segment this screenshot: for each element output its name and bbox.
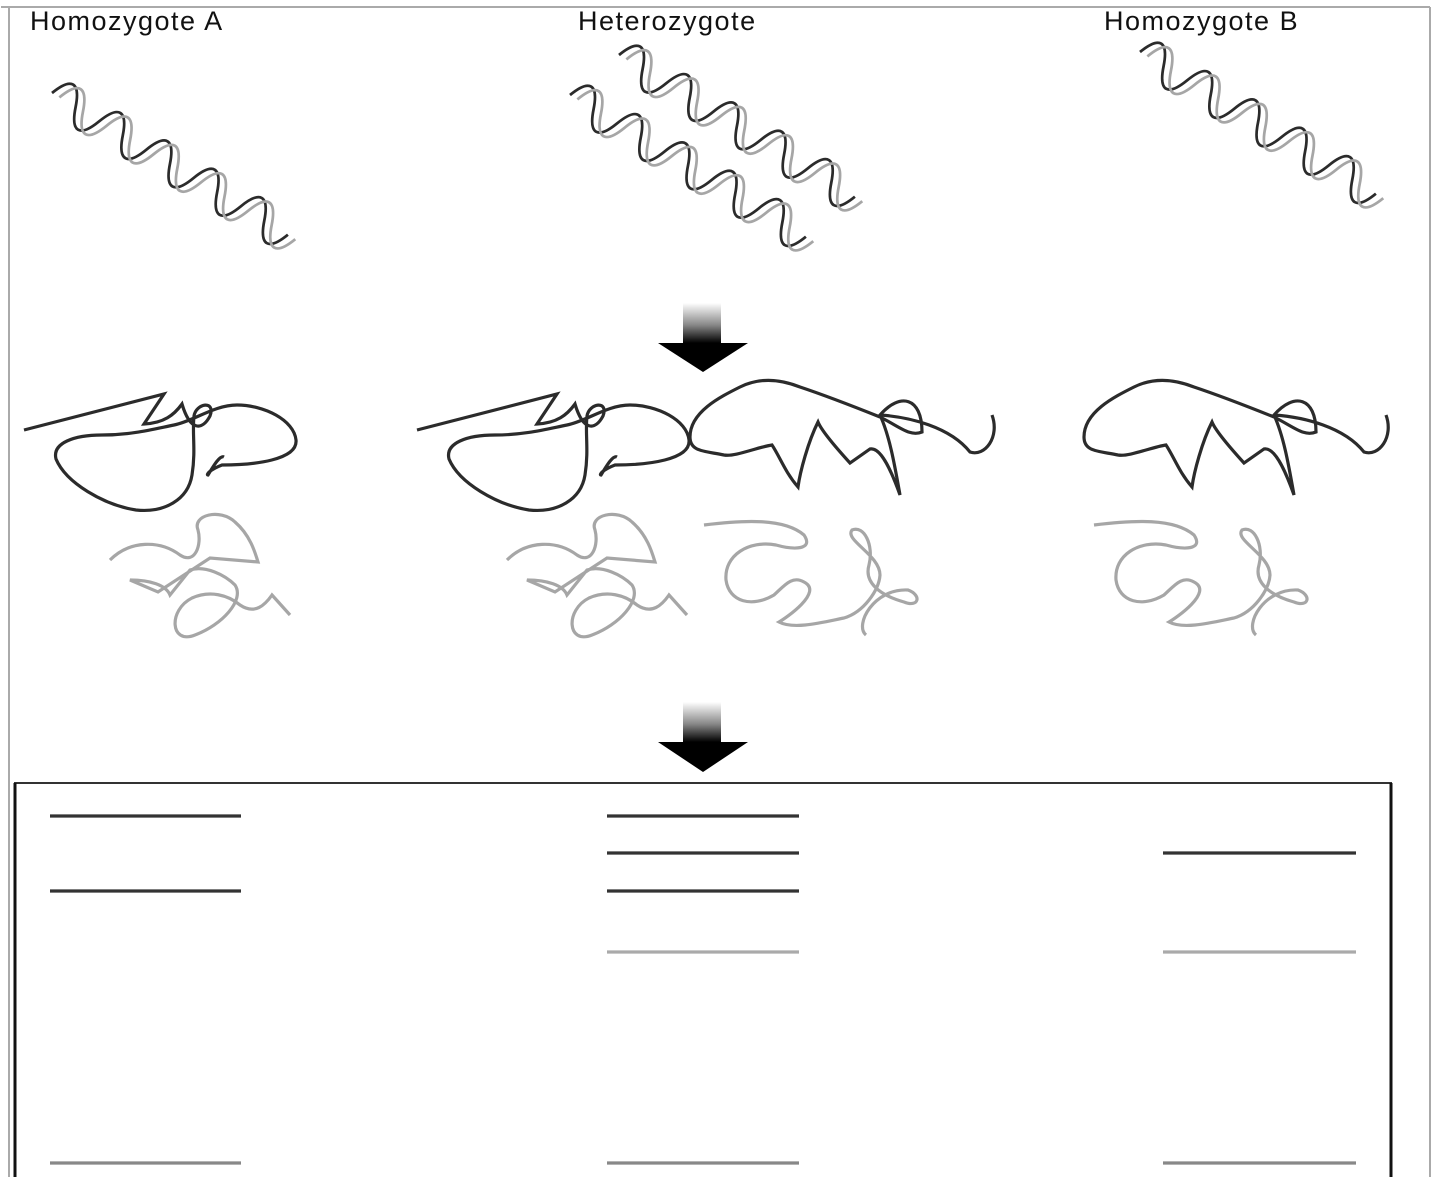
label-heterozygote: Heterozygote — [578, 6, 757, 36]
helix-homozygote-b — [1129, 35, 1394, 216]
ssdna-heterozygote — [415, 378, 996, 639]
gel — [13, 782, 1393, 1177]
label-homozygote-b: Homozygote B — [1104, 6, 1300, 36]
down-arrow-icon — [658, 702, 748, 772]
outer-frame — [1, 6, 1431, 1177]
ssdna-homozygote-a — [22, 392, 298, 639]
gel-lane-homozygote-b — [1163, 851, 1356, 1165]
gel-lane-heterozygote — [607, 814, 799, 1165]
down-arrow-icon — [658, 303, 748, 372]
ssdna-homozygote-b — [1082, 378, 1390, 637]
helix-homozygote-a — [41, 76, 306, 257]
label-homozygote-a: Homozygote A — [30, 6, 224, 36]
gel-lane-homozygote-a — [50, 814, 241, 1165]
